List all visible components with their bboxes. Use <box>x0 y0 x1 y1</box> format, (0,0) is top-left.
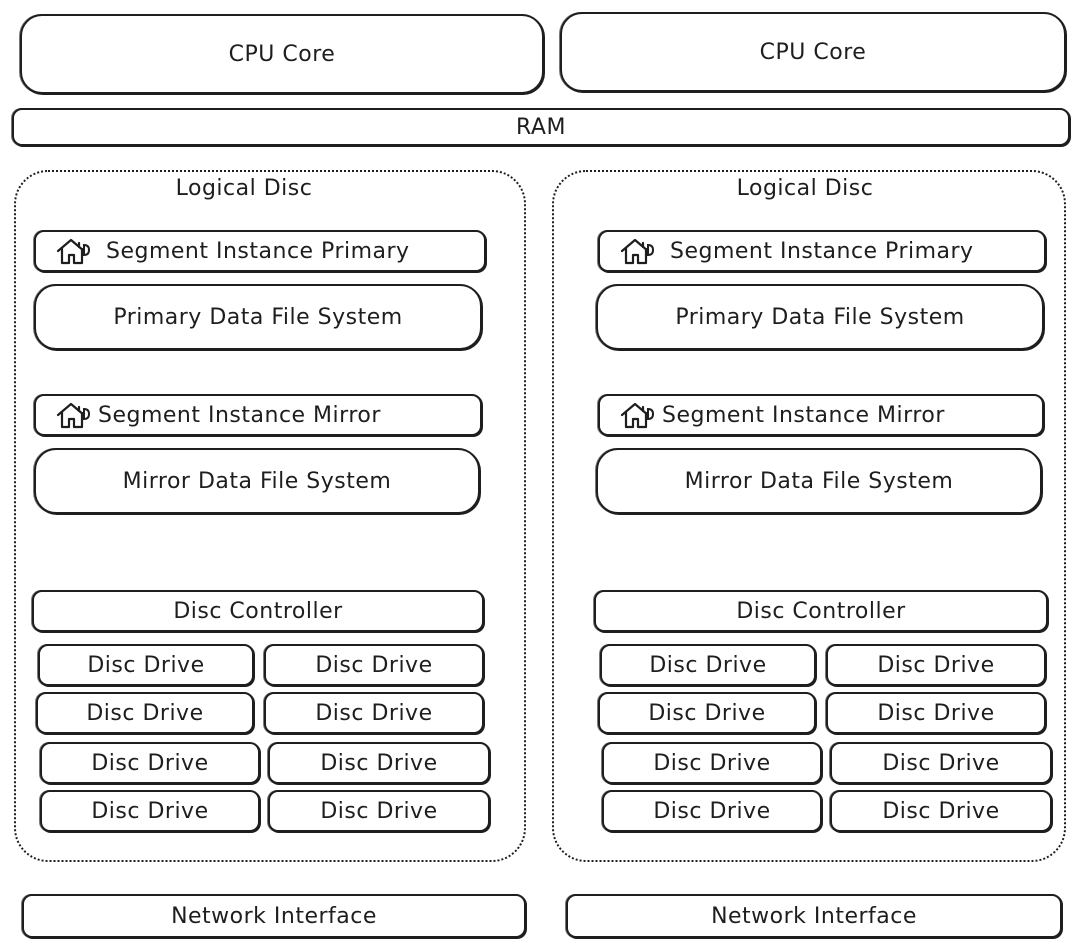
logical-disc-title: Logical Disc <box>736 176 874 201</box>
segment-mirror-label: Segment Instance Mirror <box>98 402 381 428</box>
mirror-fs-label: Mirror Data File System <box>122 468 392 494</box>
house-icon <box>56 401 90 429</box>
mirror-fs-label: Mirror Data File System <box>684 468 954 494</box>
disc-drive-label: Disc Drive <box>86 700 204 726</box>
network-interface-label: Network Interface <box>711 903 917 929</box>
network-interface-right: Network Interface <box>566 894 1062 938</box>
disc-controller-label: Disc Controller <box>736 598 906 624</box>
disc-drive: Disc Drive <box>600 644 816 686</box>
segment-instance-mirror: Segment Instance Mirror <box>34 394 482 436</box>
primary-data-file-system: Primary Data File System <box>596 284 1044 350</box>
cpu-core-right: CPU Core <box>560 12 1066 92</box>
ram-label: RAM <box>516 114 566 140</box>
segment-instance-primary: Segment Instance Primary <box>598 230 1046 272</box>
disc-drive-label: Disc Drive <box>315 700 433 726</box>
segment-instance-mirror: Segment Instance Mirror <box>598 394 1044 436</box>
mirror-data-file-system: Mirror Data File System <box>596 448 1042 514</box>
disc-drive: Disc Drive <box>268 742 490 784</box>
disc-drive-label: Disc Drive <box>882 750 1000 776</box>
disc-drive-label: Disc Drive <box>320 750 438 776</box>
disc-drive: Disc Drive <box>40 742 260 784</box>
network-interface-left: Network Interface <box>22 894 526 938</box>
primary-fs-label: Primary Data File System <box>113 304 403 330</box>
disc-drive-label: Disc Drive <box>648 700 766 726</box>
disc-drive-label: Disc Drive <box>87 652 205 678</box>
ram-bar: RAM <box>12 108 1070 146</box>
disc-drive-label: Disc Drive <box>877 700 995 726</box>
disc-drive: Disc Drive <box>38 644 254 686</box>
disc-drive-label: Disc Drive <box>91 750 209 776</box>
disc-drive-label: Disc Drive <box>649 652 767 678</box>
segment-mirror-label: Segment Instance Mirror <box>662 402 945 428</box>
disc-drive: Disc Drive <box>36 692 254 734</box>
house-icon <box>620 401 654 429</box>
disc-controller: Disc Controller <box>32 590 484 632</box>
mirror-data-file-system: Mirror Data File System <box>34 448 480 514</box>
disc-drive: Disc Drive <box>598 692 816 734</box>
disc-drive: Disc Drive <box>826 692 1046 734</box>
disc-drive: Disc Drive <box>264 692 484 734</box>
disc-drive: Disc Drive <box>830 742 1052 784</box>
disc-drive-label: Disc Drive <box>877 652 995 678</box>
segment-instance-primary: Segment Instance Primary <box>34 230 486 272</box>
disc-drive: Disc Drive <box>264 644 484 686</box>
disc-controller: Disc Controller <box>594 590 1048 632</box>
segment-primary-label: Segment Instance Primary <box>670 238 974 264</box>
disc-drive-label: Disc Drive <box>882 798 1000 824</box>
disc-drive: Disc Drive <box>602 742 822 784</box>
disc-drive: Disc Drive <box>830 790 1052 832</box>
logical-disc-left <box>14 170 526 862</box>
segment-primary-label: Segment Instance Primary <box>106 238 410 264</box>
disc-drive: Disc Drive <box>602 790 822 832</box>
disc-drive: Disc Drive <box>826 644 1046 686</box>
disc-drive-label: Disc Drive <box>653 750 771 776</box>
cpu-core-left: CPU Core <box>20 14 544 94</box>
cpu-core-label: CPU Core <box>759 39 867 65</box>
primary-data-file-system: Primary Data File System <box>34 284 482 350</box>
disc-drive: Disc Drive <box>40 790 260 832</box>
disc-drive: Disc Drive <box>268 790 490 832</box>
cpu-core-label: CPU Core <box>228 41 336 67</box>
disc-controller-label: Disc Controller <box>173 598 343 624</box>
disc-drive-label: Disc Drive <box>320 798 438 824</box>
disc-drive-label: Disc Drive <box>653 798 771 824</box>
logical-disc-title: Logical Disc <box>175 176 313 201</box>
primary-fs-label: Primary Data File System <box>675 304 965 330</box>
house-icon <box>620 237 654 265</box>
logical-disc-right <box>552 170 1066 862</box>
disc-drive-label: Disc Drive <box>91 798 209 824</box>
network-interface-label: Network Interface <box>171 903 377 929</box>
disc-drive-label: Disc Drive <box>315 652 433 678</box>
house-icon <box>56 237 90 265</box>
